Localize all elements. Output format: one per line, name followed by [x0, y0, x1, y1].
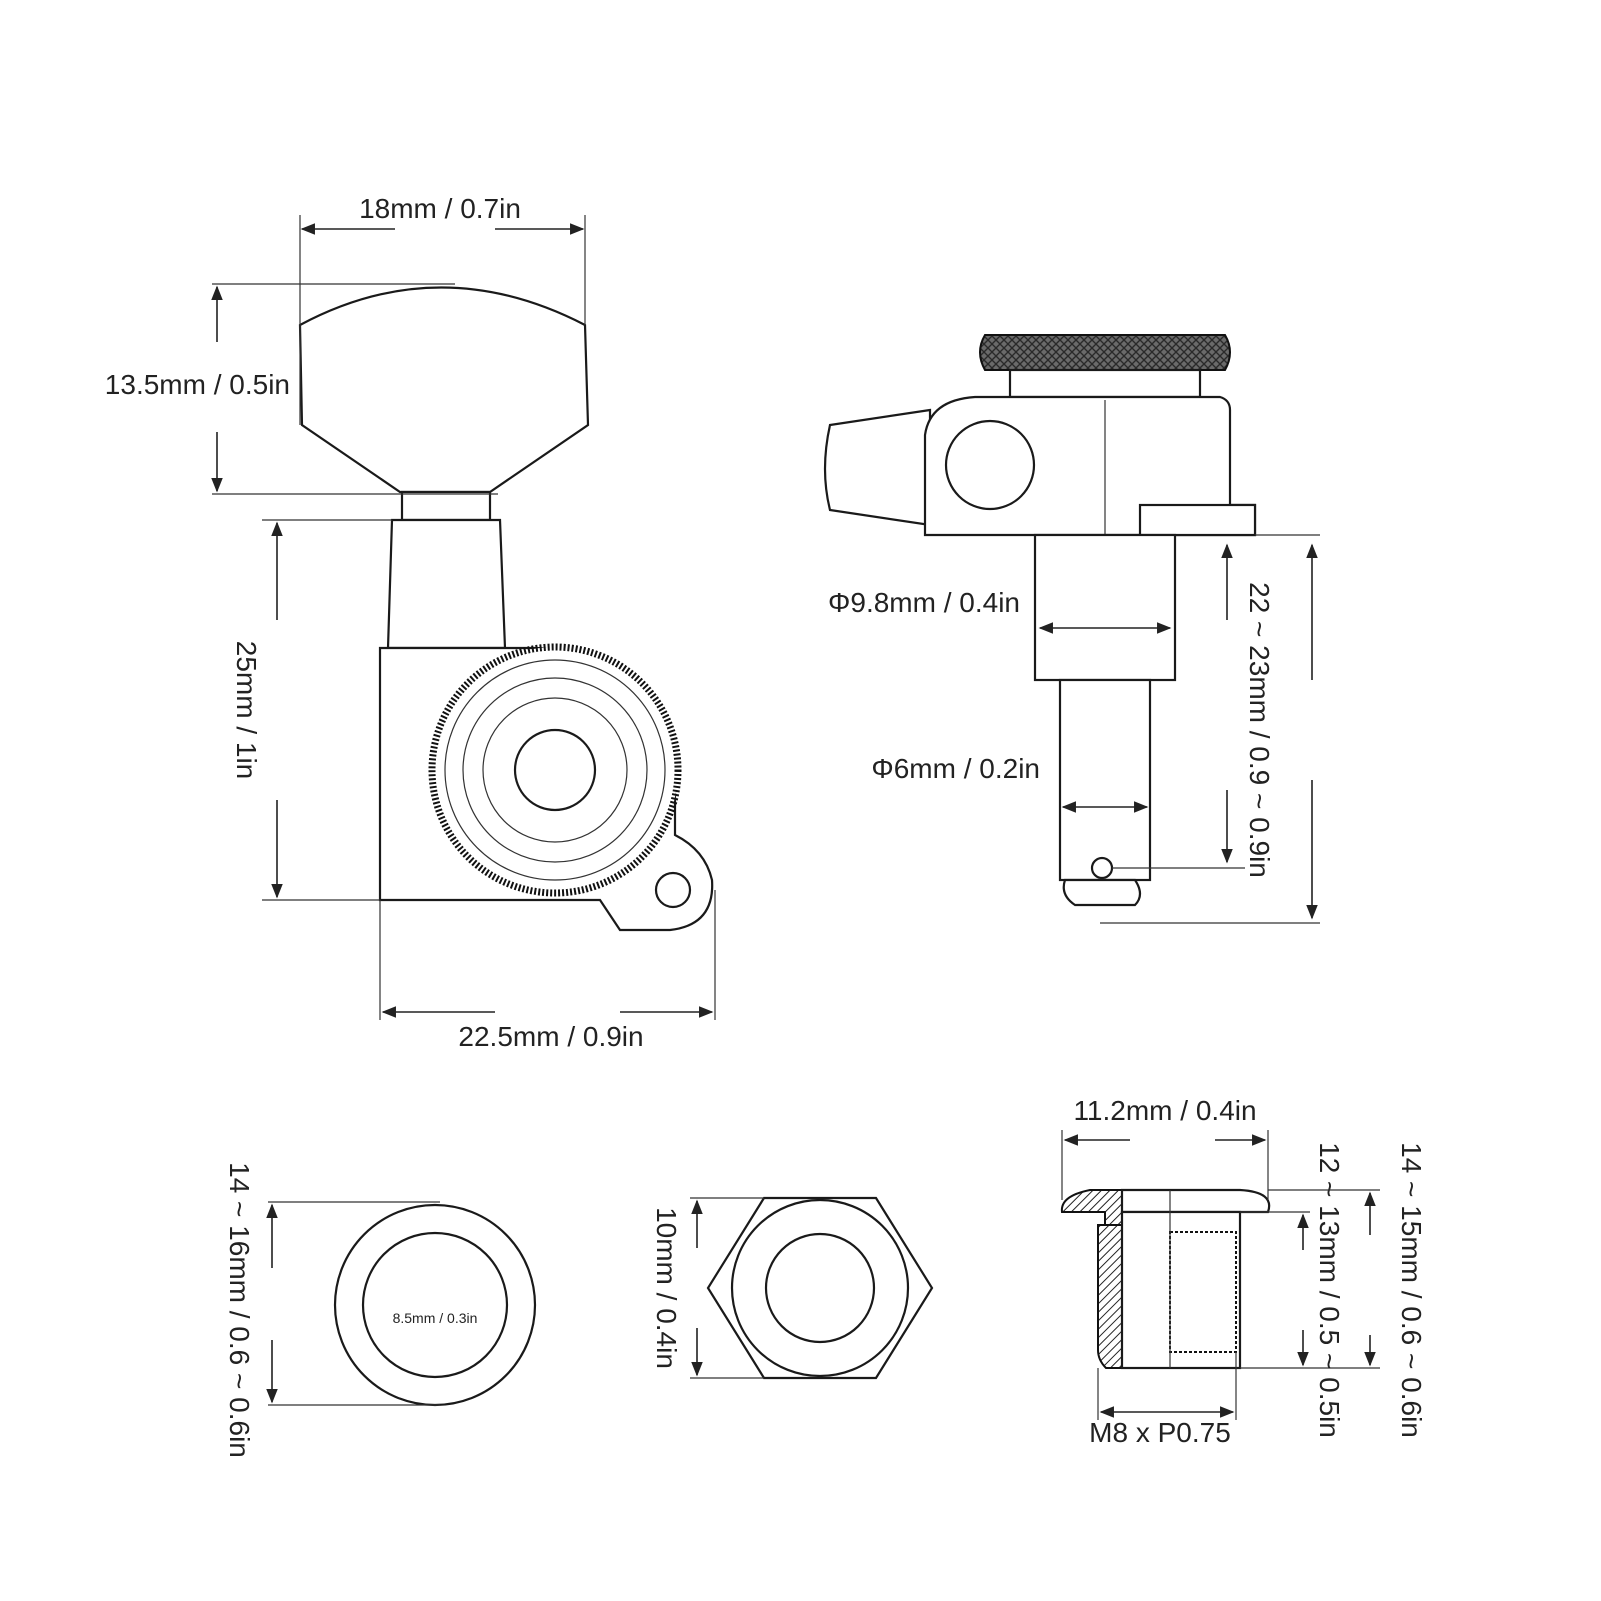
- side-button-profile: [823, 408, 932, 527]
- tuner-screw-hole: [654, 871, 692, 909]
- tuner-shaft-collar: [400, 490, 492, 522]
- side-gear-stem: [1008, 368, 1202, 399]
- label-post-length: 22 ~ 23mm / 0.9 ~ 0.9in: [1244, 582, 1275, 878]
- tuner-gear-ring1: [444, 659, 666, 881]
- front-view: 18mm / 0.7in 13.5mm / 0.5in 25mm / 1in 2…: [105, 193, 716, 1052]
- label-body-height: 25mm / 1in: [231, 641, 262, 780]
- bushing-flange: [1060, 1189, 1123, 1226]
- label-bushing-diameter: Φ9.8mm / 0.4in: [828, 587, 1020, 618]
- hex-nut-hole: [764, 1232, 876, 1344]
- side-post: [1058, 678, 1152, 882]
- label-thread: M8 x P0.75: [1089, 1417, 1231, 1448]
- label-washer-inner: 8.5mm / 0.3in: [393, 1310, 478, 1326]
- label-button-width: 18mm / 0.7in: [359, 193, 521, 224]
- hex-nut-view: 10mm / 0.4in: [651, 1196, 934, 1380]
- tuner-shaft: [386, 518, 507, 650]
- tuner-gear-ring2: [462, 677, 648, 863]
- side-worm-shaft: [944, 419, 1036, 511]
- label-bushing-top: 11.2mm / 0.4in: [1073, 1095, 1256, 1126]
- bushing-thread: [1169, 1231, 1237, 1353]
- washer-view: 8.5mm / 0.3in 14 ~ 16mm / 0.6 ~ 0.6in: [224, 1162, 537, 1458]
- label-washer-outer: 14 ~ 16mm / 0.6 ~ 0.6in: [224, 1162, 255, 1458]
- tuner-button: [298, 286, 590, 494]
- side-view: Φ9.8mm / 0.4in Φ6mm / 0.2in 22 ~ 23mm / …: [823, 334, 1320, 924]
- label-button-height: 13.5mm / 0.5in: [105, 369, 290, 400]
- tuner-gear-center: [513, 728, 597, 812]
- label-body-width: 22.5mm / 0.9in: [458, 1021, 643, 1052]
- side-knurled-gear: [979, 334, 1231, 371]
- label-nut-size: 10mm / 0.4in: [651, 1207, 682, 1369]
- washer-inner: [361, 1231, 509, 1379]
- side-bushing: [1033, 533, 1177, 682]
- bushing-hex-cap: [1120, 1188, 1271, 1214]
- side-post-cap: [1062, 878, 1142, 907]
- side-housing-tab: [1138, 503, 1257, 537]
- bushing-section-view: 11.2mm / 0.4in 12 ~ 13mm / 0.5 ~ 0.5in 1…: [1060, 1095, 1427, 1448]
- bushing-barrel-wall: [1097, 1224, 1123, 1369]
- label-bushing-inner: 12 ~ 13mm / 0.5 ~ 0.5in: [1314, 1142, 1345, 1438]
- label-post-diameter: Φ6mm / 0.2in: [871, 753, 1040, 784]
- label-bushing-outer: 14 ~ 15mm / 0.6 ~ 0.6in: [1396, 1142, 1427, 1438]
- side-post-hole: [1090, 856, 1114, 880]
- tuner-gear-ring3: [482, 697, 628, 843]
